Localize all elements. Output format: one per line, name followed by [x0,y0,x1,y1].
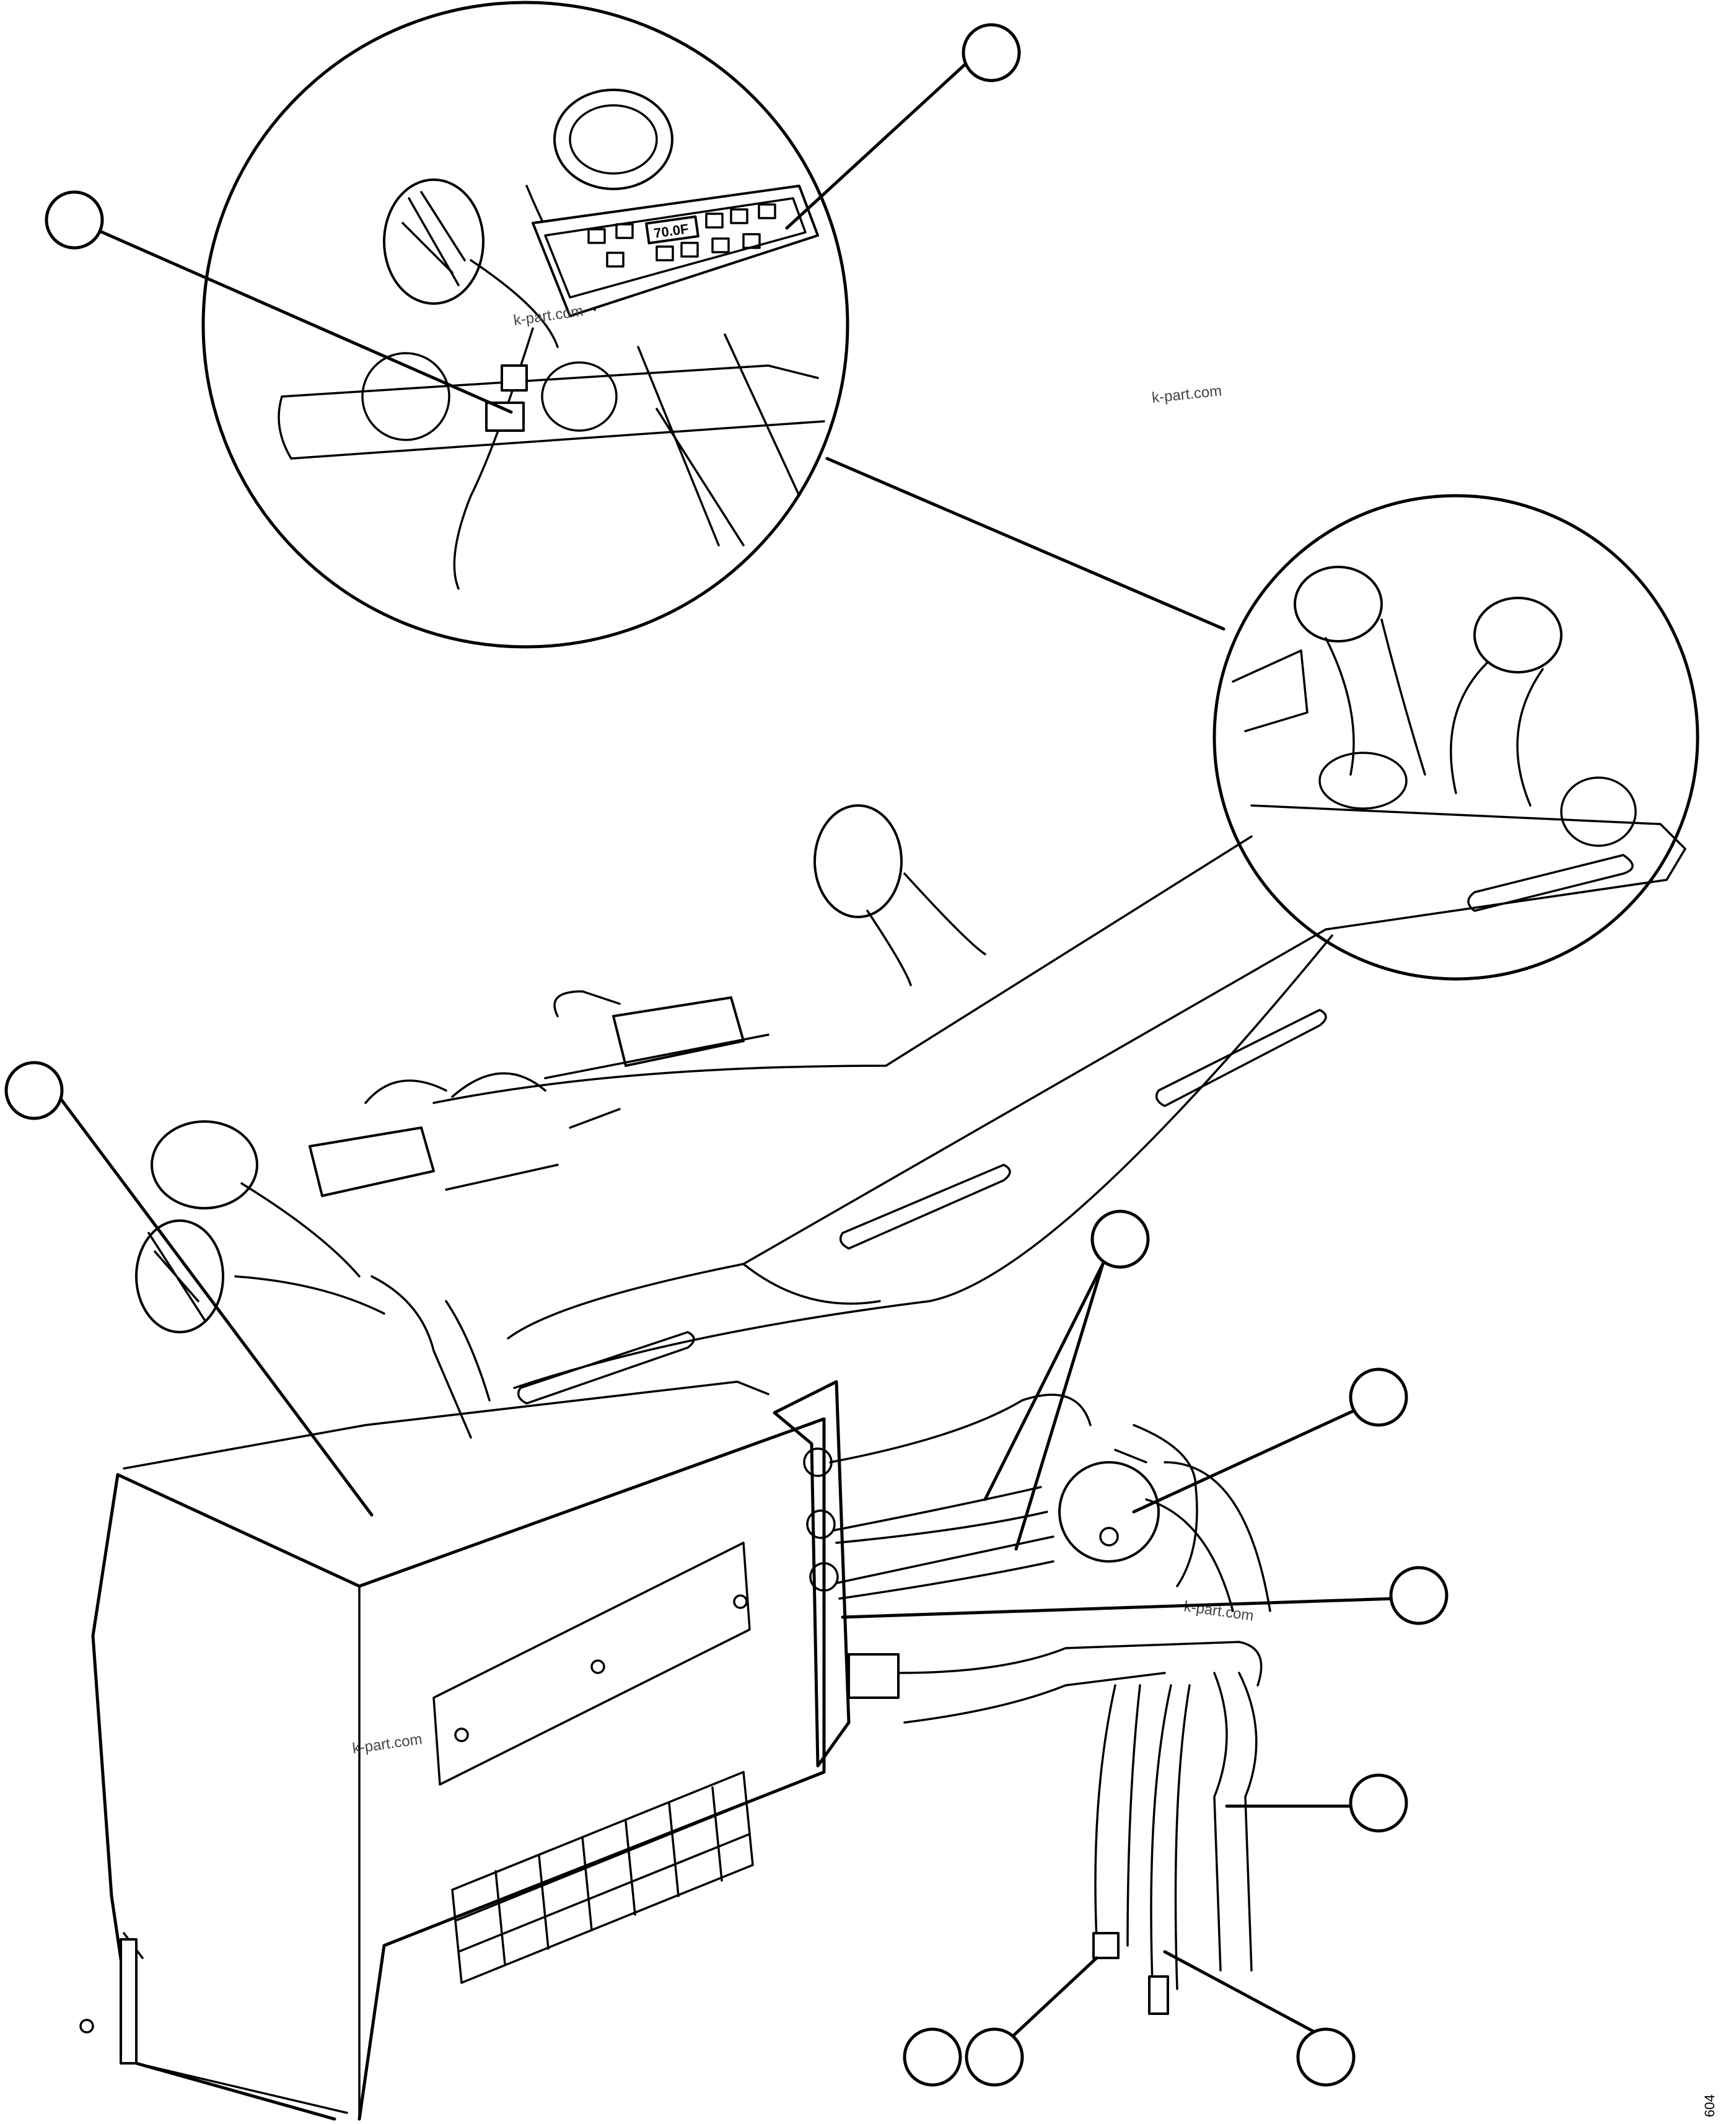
callout-bubble [1090,1209,1150,1269]
main-duct-assembly [135,804,1333,1439]
detail-leader-line [825,457,1225,631]
callout-bubble [1296,2027,1356,2087]
valve-body [848,1653,900,1699]
temperature-display [645,215,699,245]
callout-bubble [903,2027,962,2087]
panel-button [730,208,748,224]
callout-bubbles [4,23,1449,2087]
vent-outlet [1473,597,1563,674]
panel-button [758,203,776,219]
figure-code: 604 [1702,2094,1717,2117]
watermark: k-part.com [1151,382,1223,406]
callout-bubble [1349,1773,1408,1833]
detail-view-outlets [1212,494,1699,981]
callout-bubble [4,1061,64,1120]
vent-outlet [151,1120,258,1209]
callout-bubble [965,2027,1024,2087]
callout-leaders [53,38,1396,2047]
panel-button [705,213,724,229]
callout-bubble [45,190,104,250]
heater-box [79,1380,826,2121]
water-valve-actuator [1058,1461,1160,1563]
panel-button [711,237,730,253]
panel-button [615,223,634,239]
vent-outlet [813,804,903,918]
panel-button [655,245,674,261]
watermark: k-part.com [1183,1598,1255,1625]
hose-panel [773,1380,1271,2015]
callout-bubble [1389,1566,1449,1625]
watermark: k-part.com [512,302,584,329]
connector-plug [485,402,525,432]
vent-outlet [1294,566,1383,643]
callout-bubble [962,23,1021,82]
vent-outlet [135,1219,224,1333]
actuator-motor [309,1126,435,1197]
panel-button [680,242,699,258]
panel-button [606,252,625,268]
cover-plate [432,1542,751,1786]
panel-button [587,228,606,244]
detail-view-control-panel: 70.0F k-part.com [201,1,849,649]
air-grille [451,1771,754,1984]
callout-bubble [1349,1367,1408,1427]
watermark: k-part.com [351,1731,423,1757]
panel-button [742,233,761,249]
actuator-motor [612,996,745,1067]
control-panel: 70.0F [532,185,819,317]
